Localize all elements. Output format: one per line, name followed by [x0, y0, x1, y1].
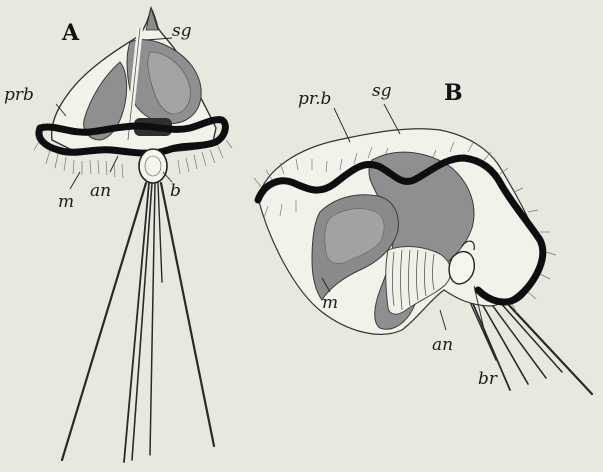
panel-a-label-prb: prb [4, 85, 34, 105]
panel-a-label-sg: sg [172, 21, 192, 41]
panel-b-letter: B [444, 80, 463, 106]
panel-a-label-b: b [170, 181, 181, 201]
panel-b-label-sg: sg [372, 81, 392, 101]
panel-b-label-an: an [432, 335, 453, 355]
panel-a-anal-sac [139, 149, 167, 183]
panel-b-label-m: m [322, 293, 338, 313]
panel-a-label-an: an [90, 181, 111, 201]
panel-b-label-br: br [478, 369, 498, 389]
panel-a-label-m: m [58, 192, 74, 212]
panel-a-letter: A [61, 20, 80, 46]
panel-b-label-prb: pr.b [298, 89, 331, 109]
